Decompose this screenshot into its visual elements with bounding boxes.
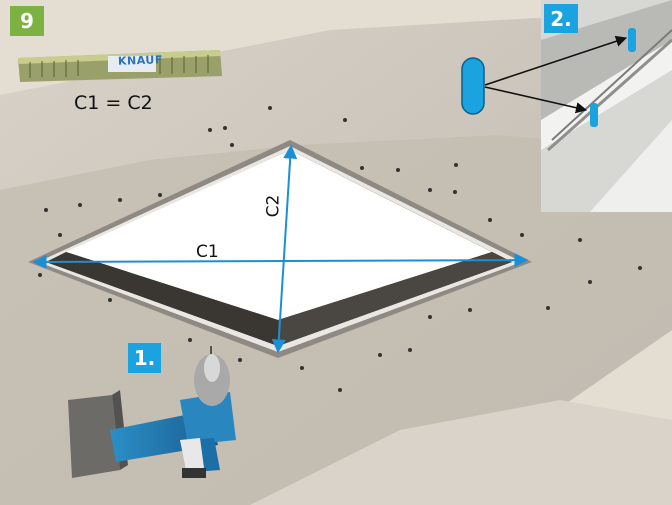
panel-inner-side <box>46 252 278 346</box>
arrow-icon <box>484 86 588 114</box>
tape-brand-label: KNAUF <box>117 53 164 68</box>
step-1-badge: 1. <box>128 343 161 373</box>
screw-dots <box>38 106 642 392</box>
diagonal-equality-formula: C1 = C2 <box>74 92 153 114</box>
diagonal-c2-line <box>271 144 298 354</box>
floor-patch <box>250 400 672 505</box>
diagonal-c2-label: C2 <box>263 194 284 218</box>
measuring-tape-icon <box>18 50 222 82</box>
arrow-icon <box>484 35 628 86</box>
drill-icon <box>68 346 236 478</box>
step-number-badge: 9 <box>10 6 44 36</box>
panel-inner-side-right <box>278 252 512 346</box>
diagonal-c1-label: C1 <box>196 242 219 262</box>
step-2-badge: 2. <box>544 4 578 33</box>
clip-icon <box>461 57 485 115</box>
